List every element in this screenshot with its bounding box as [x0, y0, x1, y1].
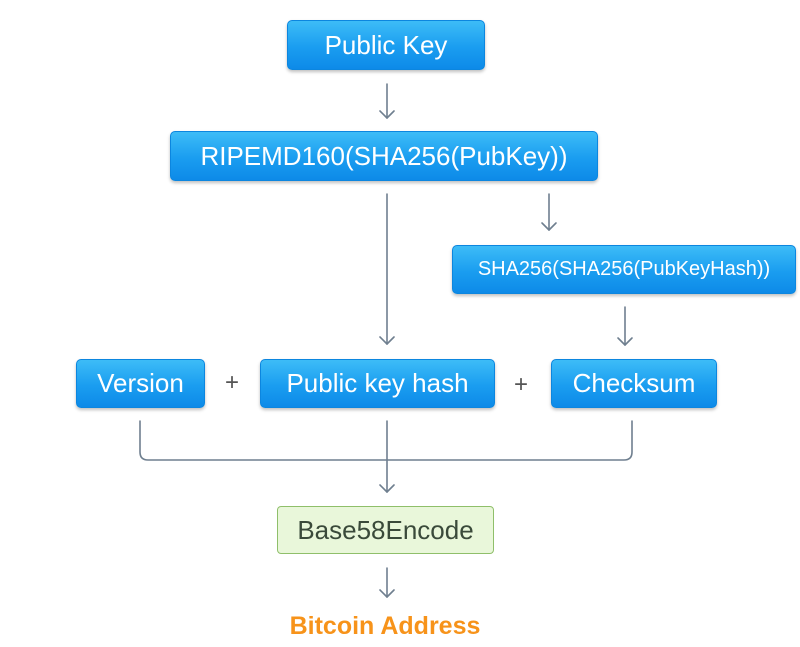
- arrow-merge-to-base58: [379, 420, 395, 493]
- public-key-box: Public Key: [287, 20, 485, 70]
- checksum-box: Checksum: [551, 359, 717, 408]
- bitcoin-address-label: Bitcoin Address: [289, 612, 481, 640]
- arrow-doublesha-to-checksum: [617, 306, 633, 346]
- double-sha256-box: SHA256(SHA256(PubKeyHash)): [452, 245, 796, 294]
- hash160-box: RIPEMD160(SHA256(PubKey)): [170, 131, 598, 181]
- version-box: Version: [76, 359, 205, 408]
- merge-bracket: [139, 420, 633, 461]
- arrow-hash160-to-pubkeyhash: [379, 193, 395, 345]
- public-key-hash-box: Public key hash: [260, 359, 495, 408]
- plus-operator: +: [514, 371, 529, 398]
- plus-operator: +: [225, 369, 240, 396]
- arrow-hash160-to-doublesha: [541, 193, 557, 231]
- arrow-base58-to-address: [379, 567, 395, 598]
- base58-encode-box: Base58Encode: [277, 506, 494, 554]
- arrow-pubkey-to-hash160: [379, 83, 395, 119]
